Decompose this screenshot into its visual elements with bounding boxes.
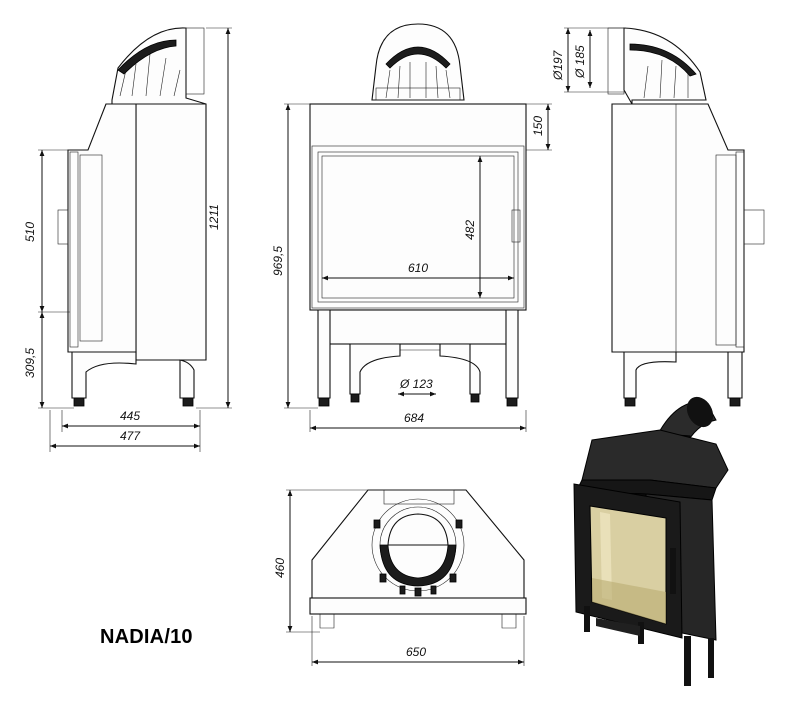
dim-glass-width: 610	[408, 261, 428, 275]
front-view: Ø 123 610 482 150 969,5 684	[271, 23, 552, 432]
model-title: NADIA/10	[100, 626, 193, 648]
dim-side-depth-inner: 445	[120, 409, 140, 423]
fireplace-3d-render	[573, 396, 729, 686]
dim-side-depth-outer: 477	[120, 429, 141, 443]
dim-flue-inner-diameter: Ø 185	[573, 45, 587, 79]
right-side-view: Ø197 Ø 185	[551, 27, 765, 407]
dim-top-height: 150	[531, 116, 545, 136]
dim-outlet-diameter: Ø 123	[399, 377, 433, 391]
dim-side-height: 1211	[207, 204, 221, 230]
dim-flue-outer-diameter: Ø197	[551, 49, 565, 81]
dim-top-width: 650	[406, 645, 426, 659]
dim-door-height: 510	[23, 222, 37, 242]
dim-front-height: 969,5	[271, 246, 285, 276]
dim-glass-height: 482	[463, 220, 477, 240]
dim-front-width: 684	[404, 411, 424, 425]
top-view: 460 650	[273, 489, 527, 666]
left-side-view: 1211 510 309,5 445 477	[23, 27, 232, 452]
dim-top-depth: 460	[273, 558, 287, 578]
dim-base-height: 309,5	[23, 348, 37, 378]
